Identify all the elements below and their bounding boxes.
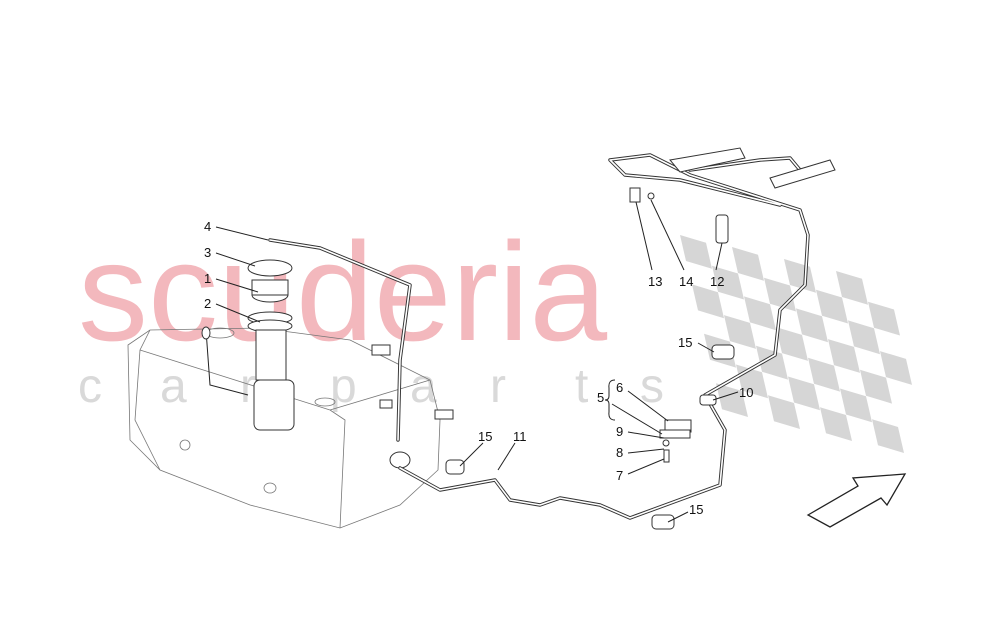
callout-13: 13	[648, 274, 662, 289]
callout-9: 9	[616, 424, 623, 439]
fuel-lines	[268, 147, 836, 520]
callout-15: 15	[678, 335, 692, 350]
callout-12: 12	[710, 274, 724, 289]
callout-10: 10	[739, 385, 753, 400]
callout-11: 11	[513, 429, 527, 444]
callout-15: 15	[478, 429, 492, 444]
callout-7: 7	[616, 468, 623, 483]
callout-1: 1	[204, 271, 211, 286]
callout-3: 3	[204, 245, 211, 260]
callout-14: 14	[679, 274, 693, 289]
callout-2: 2	[204, 296, 211, 311]
callout-8: 8	[616, 445, 623, 460]
fuel-pump-assembly	[201, 259, 295, 431]
callout-15: 15	[689, 502, 703, 517]
callout-labels: 4 3 1 2 13 14 12 15 10 5 6 9 8 7 11 15 1…	[204, 219, 753, 517]
callout-5: 5	[597, 390, 604, 405]
arrow-up-right-icon	[806, 473, 907, 528]
leader-lines	[215, 199, 739, 523]
callout-6: 6	[616, 380, 623, 395]
callout-4: 4	[204, 219, 211, 234]
small-parts	[445, 187, 735, 530]
